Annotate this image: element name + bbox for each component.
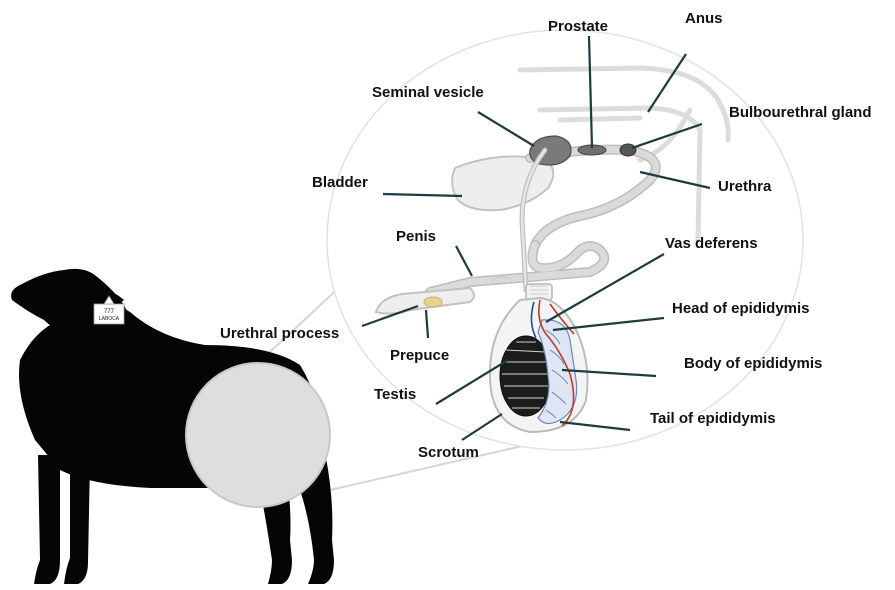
label-tail-of-epididymis: Tail of epididymis [650,410,776,428]
urethral-process [424,297,442,307]
label-urethral-process: Urethral process [220,325,339,343]
label-head-of-epididymis: Head of epididymis [672,300,810,318]
zoom-focus-circle [186,363,330,507]
label-prostate: Prostate [548,18,608,36]
label-seminal-vesicle: Seminal vesicle [372,84,484,102]
label-urethra: Urethra [718,178,771,196]
label-penis: Penis [396,228,436,246]
ear-tag-number: 777 [104,309,115,315]
label-vas-deferens: Vas deferens [665,235,758,253]
label-anus: Anus [685,10,723,28]
label-body-of-epididymis: Body of epididymis [684,355,822,373]
label-bulbourethral-gland: Bulbourethral gland [729,104,872,122]
label-prepuce: Prepuce [390,347,449,365]
bulbourethral-gland [620,144,636,156]
ear-tag-brand: LABOCA [99,316,120,322]
label-bladder: Bladder [312,174,368,192]
label-testis: Testis [374,386,416,404]
label-scrotum: Scrotum [418,444,479,462]
